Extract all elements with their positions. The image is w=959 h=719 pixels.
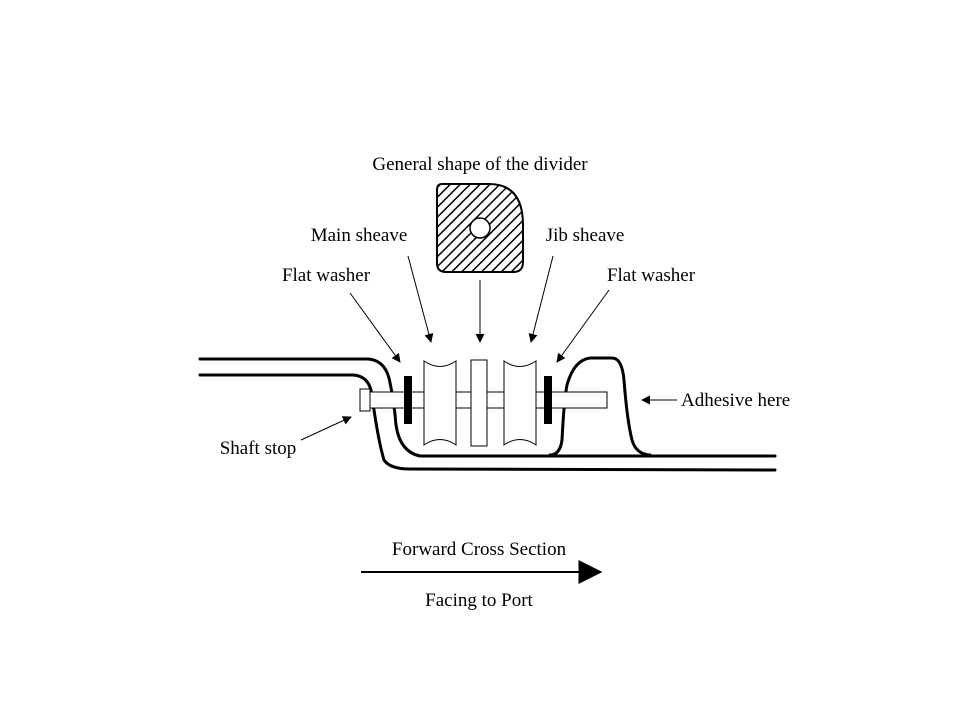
shaft-stop [359,388,371,412]
jib-sheave-label: Jib sheave [546,225,625,246]
flat-washer-right [544,376,552,424]
jib-sheave-leader [528,255,554,343]
outer-hull-line [198,373,777,472]
flat-washer-right-leader [556,289,610,363]
divider-hole [469,217,491,239]
hull-bump [548,356,652,457]
flat-washer-right-label: Flat washer [607,265,696,286]
main-sheave-label: Main sheave [311,225,408,246]
divider-shape [436,183,524,273]
flat-washer-left-leader [349,292,401,363]
shaft-stop-leader [300,416,352,441]
flat-washer-left [404,376,412,424]
jib-sheave [503,360,537,446]
direction-caption-top: Forward Cross Section [392,539,567,560]
main-sheave [423,360,457,446]
direction-caption-bottom: Facing to Port [425,590,533,611]
main-sheave-leader [407,255,434,343]
flat-washer-left-label: Flat washer [282,265,371,286]
shaft-stop-label: Shaft stop [220,438,297,459]
adhesive-label: Adhesive here [681,390,790,411]
divider [470,359,488,447]
divider-title: General shape of the divider [372,154,588,175]
